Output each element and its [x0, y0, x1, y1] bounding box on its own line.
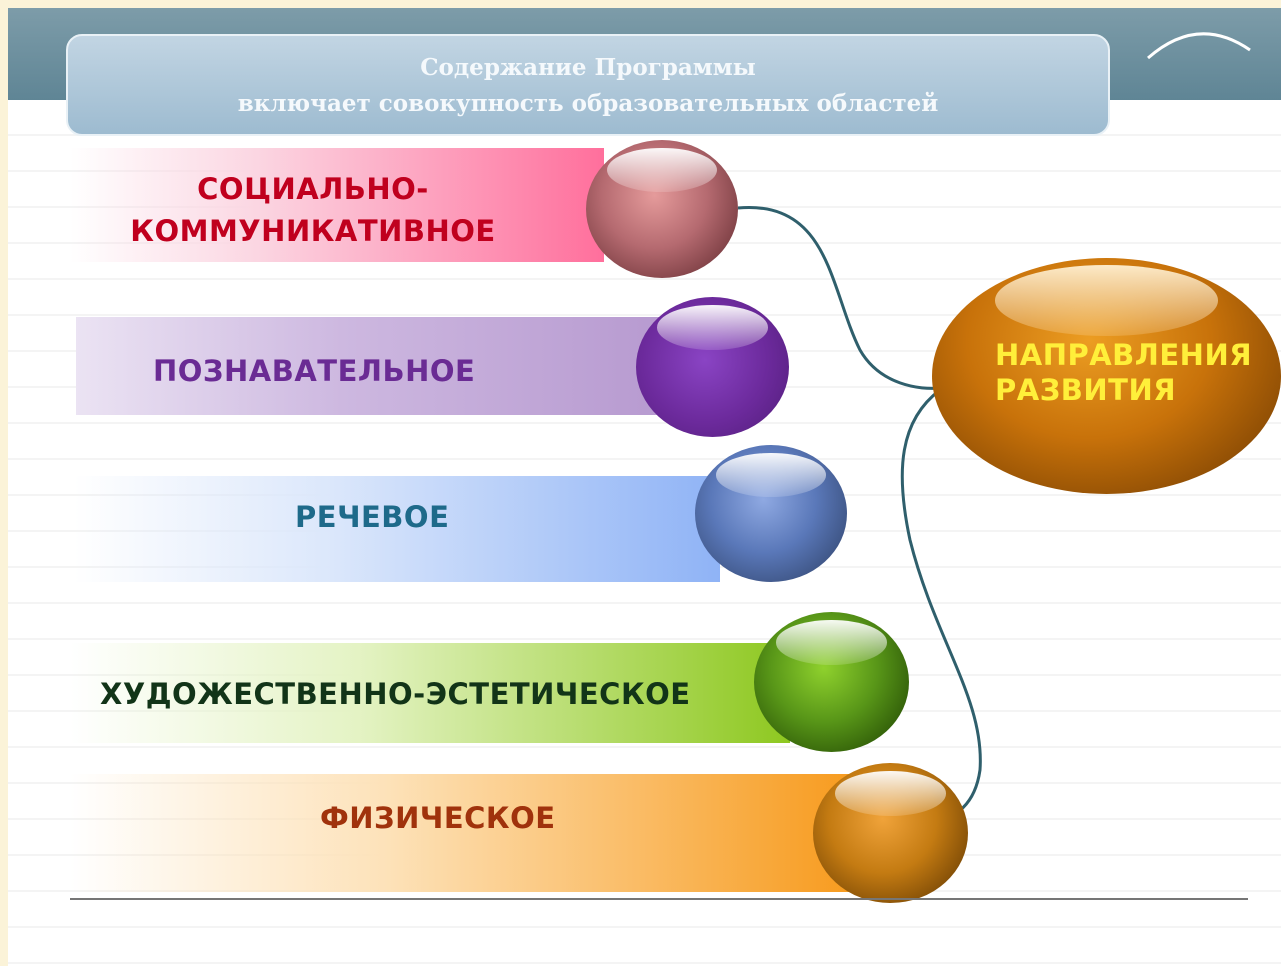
sphere-cognitive [636, 297, 789, 437]
title-line-2: включает совокупность образовательных об… [237, 90, 939, 117]
sphere-social-communicative [586, 140, 738, 278]
label-speech: РЕЧЕВОЕ [295, 500, 450, 534]
label-social-line2: КОММУНИКАТИВНОЕ [130, 214, 496, 248]
sphere-development-directions [932, 258, 1281, 494]
band-cognitive [76, 317, 666, 415]
label-development-directions: НАПРАВЛЕНИЯ РАЗВИТИЯ [995, 338, 1252, 408]
result-line2: РАЗВИТИЯ [995, 373, 1177, 407]
band-physical [70, 774, 860, 892]
bottom-divider [70, 898, 1248, 900]
sphere-artistic-aesthetic [754, 612, 909, 752]
band-artistic-aesthetic [70, 643, 790, 743]
label-artistic-aesthetic: ХУДОЖЕСТВЕННО-ЭСТЕТИЧЕСКОЕ [100, 677, 691, 711]
connector-physical [900, 388, 982, 822]
label-social-line1: СОЦИАЛЬНО- [197, 172, 429, 206]
band-speech [74, 476, 720, 582]
sphere-speech [695, 445, 847, 582]
label-cognitive: ПОЗНАВАТЕЛЬНОЕ [153, 354, 476, 388]
band-social-communicative [70, 148, 604, 262]
title-line-1: Содержание Программы [420, 54, 756, 81]
label-social-communicative: СОЦИАЛЬНО- КОММУНИКАТИВНОЕ [113, 168, 513, 252]
arc-decoration [1147, 32, 1251, 60]
label-physical: ФИЗИЧЕСКОЕ [320, 801, 556, 835]
connector-social [737, 206, 941, 390]
title-box: Содержание Программы включает совокупнос… [66, 34, 1110, 136]
result-line1: НАПРАВЛЕНИЯ [995, 338, 1253, 372]
sphere-physical [813, 763, 968, 903]
